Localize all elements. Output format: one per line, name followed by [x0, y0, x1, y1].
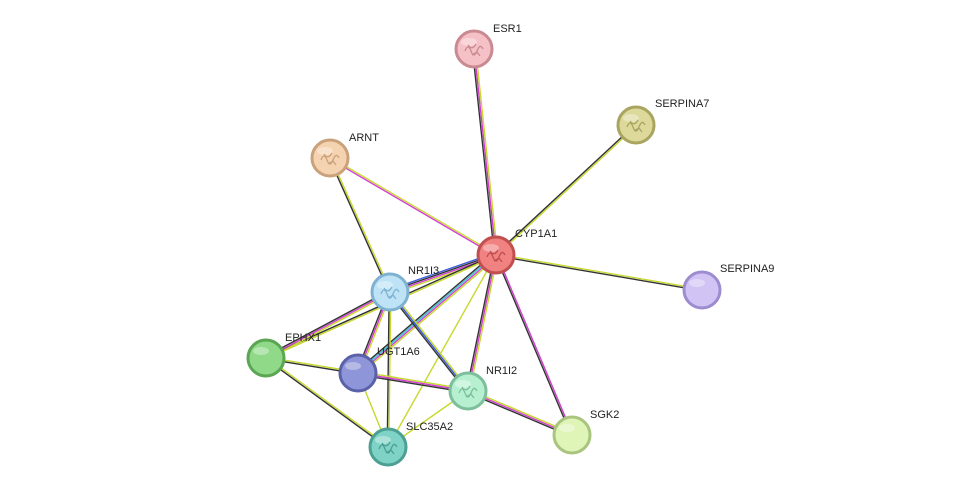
edge-cyp1a1-nr1i2[interactable] — [465, 254, 499, 392]
node-label: SLC35A2 — [406, 421, 453, 433]
node-serpina9[interactable]: SERPINA9 — [682, 263, 774, 310]
node-label: UGT1A6 — [377, 346, 420, 358]
edge-nr1i3-slc35a2[interactable] — [386, 291, 392, 448]
node-label: ESR1 — [493, 23, 522, 35]
edge-strand — [265, 358, 388, 449]
edge-strand — [494, 255, 572, 436]
node-label: SERPINA9 — [720, 263, 774, 275]
edge-strand — [358, 255, 497, 375]
edge-strand — [387, 254, 497, 448]
edge-strand — [266, 292, 392, 361]
protein-structure-icon — [626, 119, 646, 133]
node-cyp1a1[interactable]: CYP1A1 — [476, 228, 557, 275]
node-circle — [454, 29, 494, 69]
node-highlight — [375, 436, 391, 444]
node-circle — [310, 138, 350, 178]
protein-structure-icon — [378, 441, 398, 455]
protein-structure-icon — [464, 43, 484, 57]
node-label: EPHX1 — [285, 332, 321, 344]
node-label: CYP1A1 — [515, 228, 557, 240]
edge-strand — [496, 125, 638, 257]
edge-strand — [359, 256, 499, 376]
edge-strand — [496, 254, 574, 435]
edge-strand — [265, 291, 391, 359]
edge-strand — [389, 291, 469, 392]
edge-strand — [495, 255, 702, 292]
edge-strand — [328, 158, 390, 293]
node-circle — [682, 270, 722, 310]
node-circle — [338, 353, 378, 393]
node-slc35a2[interactable]: SLC35A2 — [368, 421, 453, 467]
edge-strand — [468, 255, 499, 392]
edge-strand — [388, 292, 468, 393]
edge-arnt-cyp1a1[interactable] — [329, 156, 497, 257]
edge-strand — [471, 49, 496, 256]
node-arnt[interactable]: ARNT — [310, 132, 379, 178]
edge-strand — [467, 254, 497, 392]
edge-strand — [264, 289, 390, 358]
node-highlight — [559, 424, 575, 432]
node-circle — [370, 272, 410, 312]
node-serpina7[interactable]: SERPINA7 — [616, 98, 709, 145]
protein-structure-icon — [486, 249, 506, 263]
edge-esr1-cyp1a1[interactable] — [471, 48, 499, 256]
node-highlight — [455, 380, 471, 388]
protein-structure-icon — [458, 385, 478, 399]
edge-arnt-nr1i3[interactable] — [328, 157, 392, 293]
node-label: SERPINA7 — [655, 98, 709, 110]
node-nr1i2[interactable]: NR1I2 — [448, 365, 517, 411]
edge-cyp1a1-ugt1a6[interactable] — [355, 252, 499, 376]
node-circle — [448, 371, 488, 411]
edge-strand — [390, 290, 470, 391]
edge-strand — [266, 356, 389, 447]
edge-strand — [330, 157, 392, 292]
node-label: NR1I3 — [408, 265, 439, 277]
edge-cyp1a1-slc35a2[interactable] — [387, 254, 497, 448]
node-label: SGK2 — [590, 409, 619, 421]
node-circle — [476, 235, 516, 275]
edge-strand — [355, 252, 495, 372]
edge-strand — [465, 254, 496, 391]
node-sgk2[interactable]: SGK2 — [552, 409, 619, 455]
node-circle — [246, 338, 286, 378]
node-circle — [616, 105, 656, 145]
node-highlight — [689, 279, 705, 287]
edge-nr1i3-ephx1[interactable] — [264, 289, 392, 361]
protein-structure-icon — [320, 152, 340, 166]
node-circle — [368, 427, 408, 467]
edge-strand — [386, 291, 390, 447]
edge-serpina7-cyp1a1[interactable] — [494, 123, 638, 257]
edge-strand — [357, 253, 496, 373]
node-ugt1a6[interactable]: UGT1A6 — [338, 346, 420, 393]
node-label: NR1I2 — [486, 365, 517, 377]
edge-strand — [494, 123, 636, 255]
edge-ephx1-slc35a2[interactable] — [265, 356, 389, 449]
node-highlight — [483, 244, 499, 252]
edge-cyp1a1-serpina9[interactable] — [495, 253, 703, 292]
edge-strand — [496, 253, 703, 290]
node-ephx1[interactable]: EPHX1 — [246, 332, 321, 378]
node-highlight — [623, 114, 639, 122]
node-highlight — [461, 38, 477, 46]
node-esr1[interactable]: ESR1 — [454, 23, 522, 69]
node-circle — [552, 415, 592, 455]
edge-nr1i3-nr1i2[interactable] — [388, 290, 470, 393]
edge-strand — [329, 158, 496, 257]
edge-cyp1a1-sgk2[interactable] — [494, 254, 574, 436]
edge-strand — [474, 48, 499, 255]
node-label: ARNT — [349, 132, 379, 144]
edge-strand — [473, 48, 497, 256]
edge-strand — [388, 292, 392, 448]
node-highlight — [317, 147, 333, 155]
node-highlight — [253, 347, 269, 355]
protein-structure-icon — [380, 286, 400, 300]
node-highlight — [345, 362, 361, 370]
node-nr1i3[interactable]: NR1I3 — [370, 265, 439, 312]
edge-strand — [330, 156, 497, 255]
node-highlight — [377, 281, 393, 289]
